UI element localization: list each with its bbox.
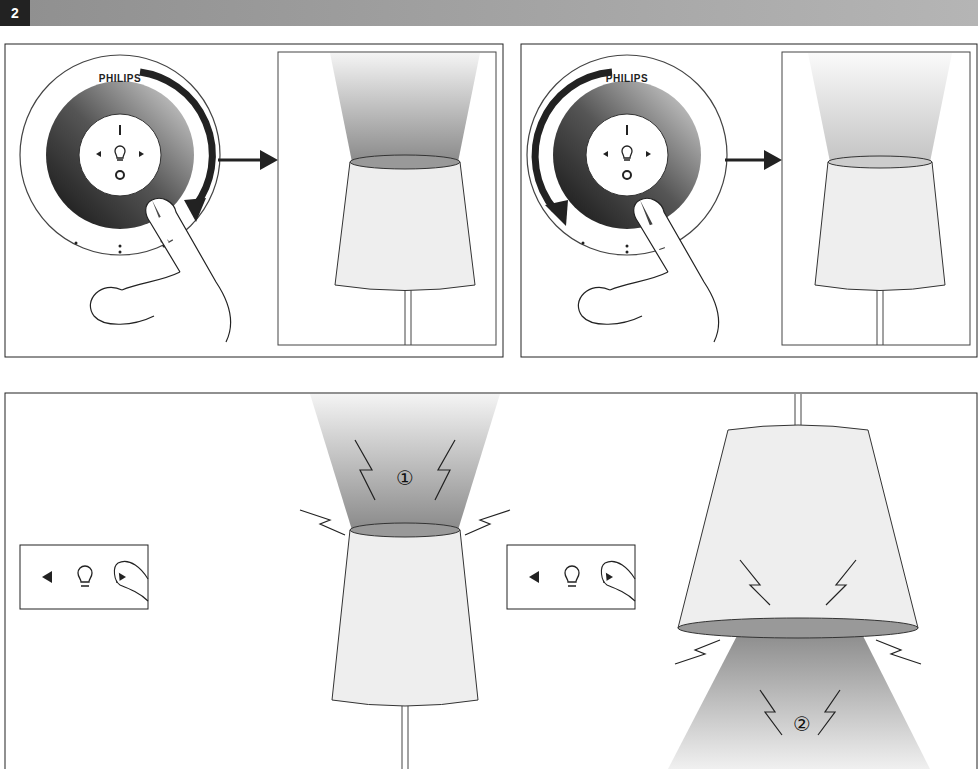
page-number: 2 (11, 6, 19, 20)
brand-logo: PHILIPS (606, 74, 648, 84)
callout-number: ① (396, 468, 414, 488)
brand-logo: PHILIPS (99, 74, 141, 84)
callout-number: ② (793, 714, 811, 734)
